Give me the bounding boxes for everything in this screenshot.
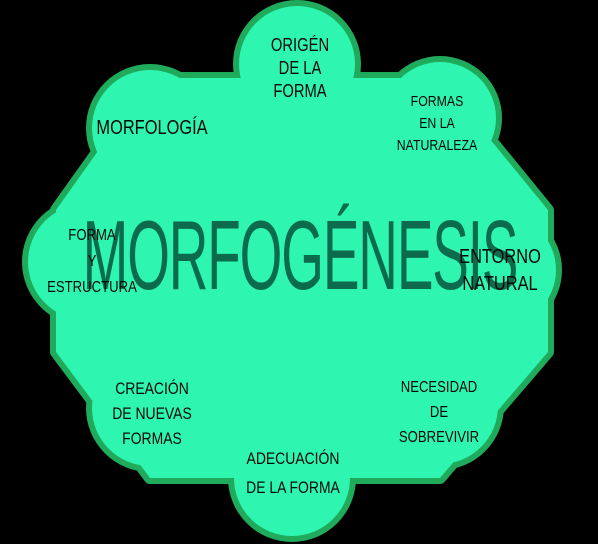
petal-creacion: CREACIÓN DE NUEVAS FORMAS <box>112 378 192 448</box>
petal-circle <box>92 350 208 466</box>
center-title: MORFOGÉNESIS <box>82 199 519 310</box>
petal-circle <box>234 420 350 536</box>
petal-formas-naturaleza: FORMAS EN LA NATURALEZA <box>396 93 478 154</box>
petal-necesidad: NECESIDAD DE SOBREVIVIR <box>398 378 480 446</box>
flower-fill <box>28 6 556 536</box>
petal-morfologia: MORFOLOGÍA <box>96 117 208 139</box>
petal-forma-estructura: FORMA Y ESTRUCTURA <box>47 227 137 296</box>
petal-circle <box>239 6 355 122</box>
petal-circle <box>444 214 556 326</box>
petal-circle <box>28 204 144 320</box>
petal-adecuacion: ADECUACIÓN DE LA FORMA <box>246 449 340 497</box>
petal-circle <box>382 348 498 464</box>
petal-circle <box>384 62 496 174</box>
petal-entorno: ENTORNO NATURAL <box>459 246 541 295</box>
petal-circle <box>92 70 208 186</box>
petal-origen: ORIGÉN DE LA FORMA <box>270 34 330 101</box>
